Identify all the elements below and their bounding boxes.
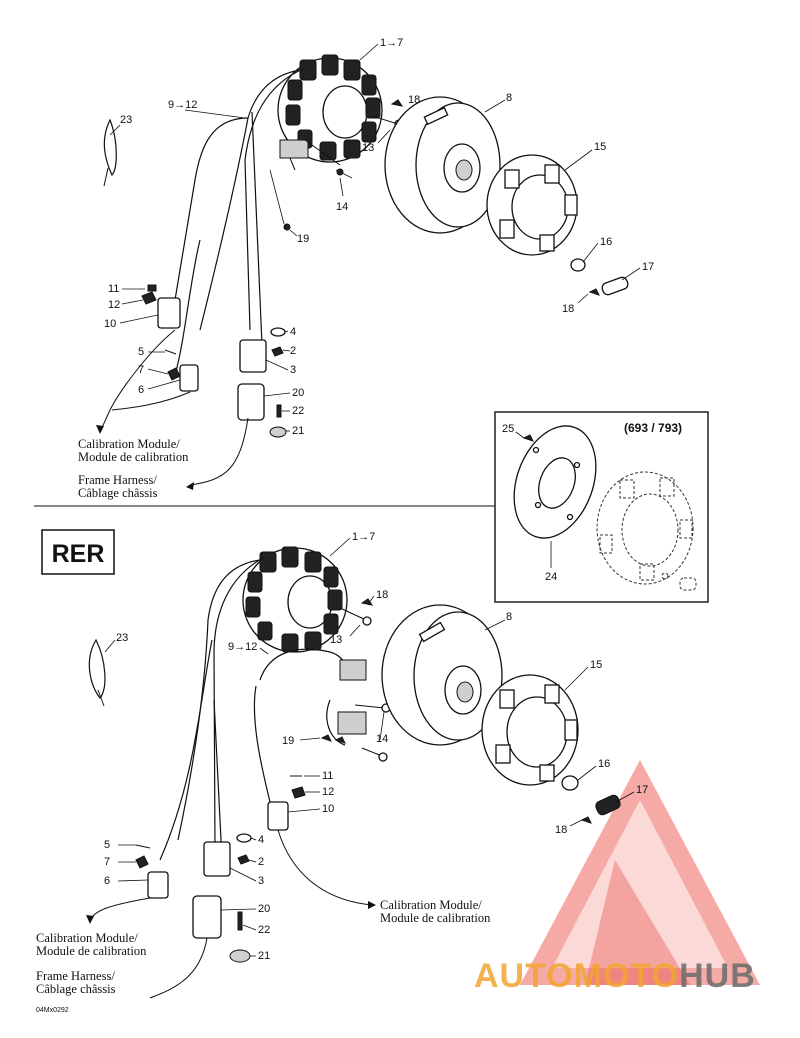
calibration-caption-fr: Module de calibration	[78, 450, 189, 464]
top-diagram	[96, 43, 641, 490]
b-frame-harness-caption-fr: Câblage châssis	[36, 982, 116, 996]
label-18a: 18	[408, 94, 420, 106]
watermark-moto: MOTO	[574, 957, 679, 995]
flywheel-top	[384, 96, 501, 234]
b-label-15: 15	[590, 659, 602, 671]
stator-assembly-top	[277, 54, 383, 163]
b-label-harness: 9→12	[228, 641, 257, 653]
automotohub-watermark-logo	[520, 760, 760, 985]
b-label-3: 3	[258, 875, 264, 887]
b-label-5: 5	[104, 839, 110, 851]
label-stator: 1→7	[380, 37, 403, 49]
label-17: 17	[642, 261, 654, 273]
top-labels: 1→7 9→12 8 23 18 13 14 19 15 16 17 18 11…	[78, 37, 654, 500]
watermark-auto: AUTO	[474, 957, 574, 995]
b-label-19: 19	[282, 735, 294, 747]
b-label-18b: 18	[555, 824, 567, 836]
inset-label-24: 24	[545, 571, 557, 583]
label-20: 20	[292, 387, 304, 399]
label-21: 21	[292, 425, 304, 437]
label-12: 12	[108, 299, 120, 311]
label-16: 16	[600, 236, 612, 248]
label-harness: 9→12	[168, 99, 197, 111]
calibration-caption-en: Calibration Module/	[78, 437, 180, 451]
inset-model-label: (693 / 793)	[624, 421, 682, 435]
ring-gear-top	[486, 154, 578, 256]
label-6: 6	[138, 384, 144, 396]
label-5: 5	[138, 346, 144, 358]
b-label-22: 22	[258, 924, 270, 936]
label-10: 10	[104, 318, 116, 330]
b-label-16: 16	[598, 758, 610, 770]
stator-assembly-bottom	[242, 546, 348, 653]
b-calibration-caption-en: Calibration Module/	[36, 931, 138, 945]
label-7: 7	[138, 364, 144, 376]
bottom-labels: 1→7 9→12 8 23 18 13 14 19 15 16 17 18 11…	[36, 531, 648, 1014]
label-15: 15	[594, 141, 606, 153]
b-label-13: 13	[330, 634, 342, 646]
b-frame-harness-caption-en: Frame Harness/	[36, 969, 115, 983]
label-18b: 18	[562, 303, 574, 315]
label-13: 13	[362, 142, 374, 154]
b-label-12: 12	[322, 786, 334, 798]
b-label-18a: 18	[376, 589, 388, 601]
inset-box: (693 / 793) 25 24	[494, 411, 709, 603]
label-4: 4	[290, 326, 296, 338]
rer-label: RER	[52, 540, 105, 568]
b-label-21: 21	[258, 950, 270, 962]
label-22: 22	[292, 405, 304, 417]
b-calibration-caption-right-fr: Module de calibration	[380, 911, 491, 925]
automotohub-watermark-text: AUTOMOTOHUB	[474, 957, 756, 995]
b-label-2: 2	[258, 856, 264, 868]
b-label-17: 17	[636, 784, 648, 796]
b-label-7: 7	[104, 856, 110, 868]
label-11: 11	[108, 283, 119, 295]
rer-box: RER	[41, 529, 115, 575]
watermark-hub: HUB	[679, 957, 756, 995]
flywheel-bottom	[381, 604, 503, 746]
b-label-14: 14	[376, 733, 388, 745]
inset-label-25: 25	[502, 423, 514, 435]
b-calibration-caption-right-en: Calibration Module/	[380, 898, 482, 912]
label-2: 2	[290, 345, 296, 357]
b-label-11: 11	[322, 770, 333, 782]
label-3: 3	[290, 364, 296, 376]
label-flywheel: 8	[506, 92, 512, 104]
b-calibration-caption-fr: Module de calibration	[36, 944, 147, 958]
b-label-20: 20	[258, 903, 270, 915]
ring-gear-bottom	[481, 674, 579, 786]
b-label-flywheel: 8	[506, 611, 512, 623]
frame-harness-caption-en: Frame Harness/	[78, 473, 157, 487]
label-14: 14	[336, 201, 348, 213]
drawing-code: 04Mx0292	[36, 1007, 69, 1014]
b-label-tie: 23	[116, 632, 128, 644]
label-tie: 23	[120, 114, 132, 126]
frame-harness-caption-fr: Câblage châssis	[78, 486, 158, 500]
svg-text:AUTOMOTOHUB: AUTOMOTOHUB	[474, 957, 756, 995]
b-label-4: 4	[258, 834, 264, 846]
label-19: 19	[297, 233, 309, 245]
b-label-6: 6	[104, 875, 110, 887]
b-label-10: 10	[322, 803, 334, 815]
bottom-diagram	[86, 537, 635, 999]
b-label-stator: 1→7	[352, 531, 375, 543]
